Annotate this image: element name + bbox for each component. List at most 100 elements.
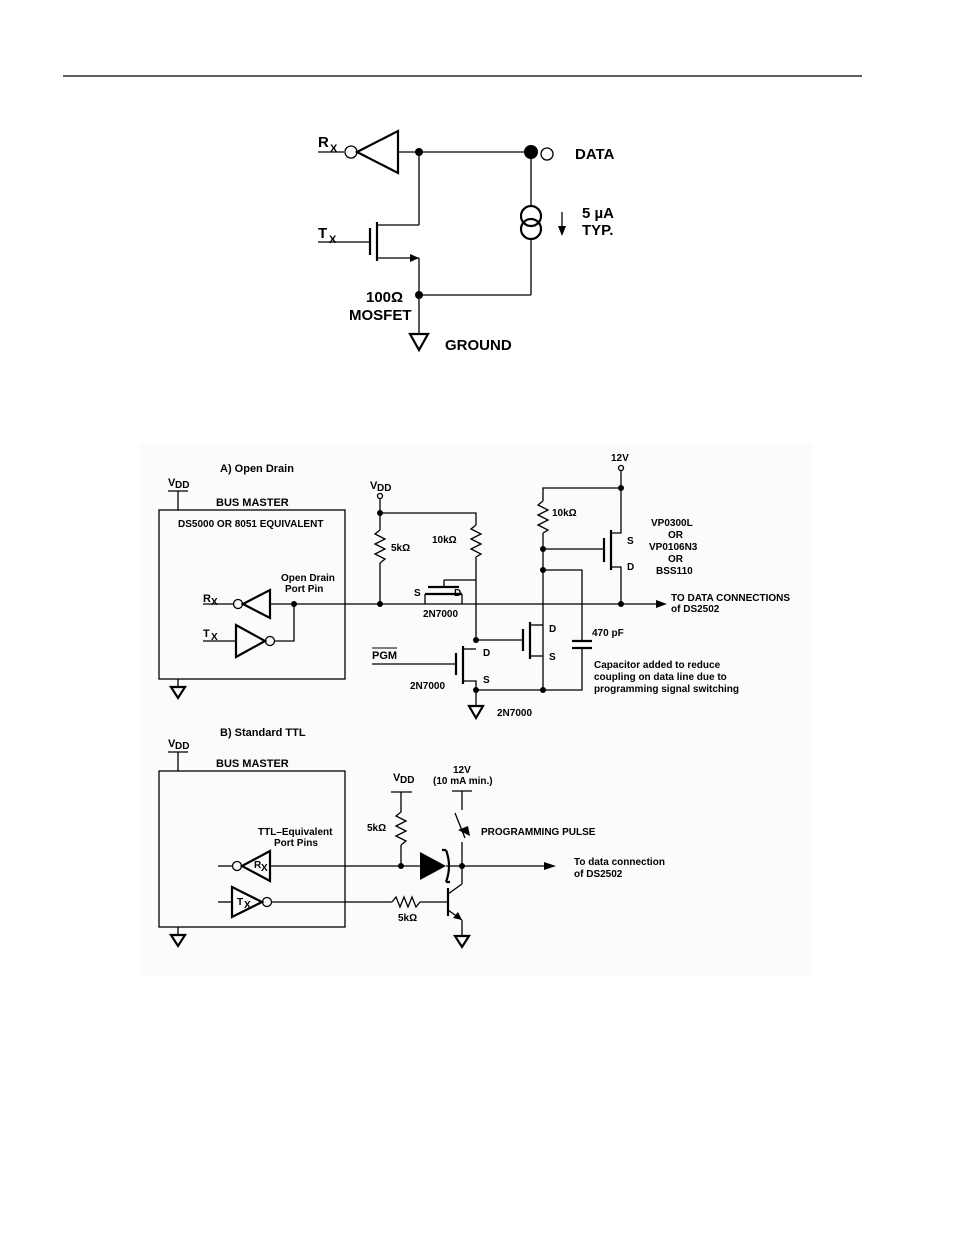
fig2b-pullup-resistor [394, 811, 408, 846]
fig2b-tx-bubble [261, 896, 273, 908]
fig2a-q-low-d: D [483, 648, 490, 659]
fig2a-pmos-d: D [627, 562, 634, 573]
fig2b-transistor-arrow [453, 912, 462, 920]
fig2b-data-arrow [544, 862, 556, 870]
fig2a-rx: R [203, 593, 211, 605]
fig1-data-pin [540, 147, 554, 161]
fig2b-vdd2: V [393, 772, 401, 784]
fig2a-vdd: V [168, 477, 176, 489]
fig1-ground-symbol [408, 332, 430, 353]
fig1-mosfet-label: MOSFET [349, 307, 412, 324]
fig2a-ds5000-label: DS5000 OR 8051 EQUIVALENT [178, 519, 323, 530]
fig1-mosfet-arrow [410, 254, 419, 262]
fig1-bus-interface: R X DATA T X 100Ω MOSFET GROUND 5 µA [318, 129, 615, 354]
fig2a-10k-label-right: 10kΩ [552, 508, 577, 519]
fig2a-to-data-2: of DS2502 [671, 604, 720, 615]
fig2b-rx-sub: X [261, 863, 268, 874]
fig1-current-source-bottom [519, 217, 543, 241]
fig2a-pmos-part2: VP0106N3 [649, 542, 698, 553]
fig2b-title: B) Standard TTL [220, 727, 306, 739]
fig2a-tx: T [203, 628, 210, 640]
fig1-current-arrow [558, 226, 566, 236]
fig2b-tx: T [237, 897, 243, 908]
fig2a-vdd2: V [370, 480, 378, 492]
fig2a-port-pin-label: Port Pin [285, 584, 323, 595]
fig1-tx-label: T [318, 225, 327, 242]
fig2a-pmos-part1: VP0300L [651, 518, 693, 529]
fig2a-q-mid-d: D [549, 624, 556, 635]
fig2a-tx-bubble [264, 635, 276, 647]
fig2a-q-top-s: S [414, 588, 421, 599]
fig2a-data-arrow [656, 600, 667, 608]
fig2a-pgm: PGM [372, 650, 397, 662]
fig2a-cap-label: 470 pF [592, 628, 624, 639]
fig2a-10k-label-left: 10kΩ [432, 535, 457, 546]
fig2a-q-top-d: D [454, 588, 461, 599]
fig2a-q-low-s: S [483, 675, 490, 686]
fig1-rx-label: R [318, 134, 329, 151]
fig2a-5k-label: 5kΩ [391, 543, 410, 554]
fig1-mosfet-resistance: 100Ω [366, 289, 403, 306]
fig2a-q-top-label: 2N7000 [423, 609, 458, 620]
fig2b-vdd2-sub: DD [400, 775, 414, 786]
fig2a-vdd2-sub: DD [377, 483, 391, 494]
fig2a-q-low-label: 2N7000 [410, 681, 445, 692]
fig2b-tx-sub: X [244, 900, 251, 911]
fig2a-pmos-s: S [627, 536, 634, 547]
fig2b-rx: R [254, 860, 262, 871]
fig2b-to-data-2: of DS2502 [574, 869, 623, 880]
fig2b-tx-triangle [230, 885, 265, 919]
fig2a-10k-resistor-right [536, 500, 550, 534]
fig1-ground-label: GROUND [445, 337, 512, 354]
fig1-current-label: 5 µA [582, 205, 614, 222]
fig2a-note-2: coupling on data line due to [594, 672, 727, 683]
fig1-data-label: DATA [575, 146, 615, 163]
fig2b-base-resistor-label: 5kΩ [398, 913, 417, 924]
fig2a-10k-resistor-left [469, 524, 483, 558]
fig2a-pmos-or2: OR [668, 554, 684, 565]
fig2b-switch-arrow [458, 826, 470, 836]
fig2b-ttl-label: TTL–Equivalent [258, 827, 333, 838]
fig2a-open-drain-label: Open Drain [281, 573, 335, 584]
fig2a-bus-master-box [158, 509, 346, 680]
fig2a-5k-resistor [373, 529, 387, 564]
fig2a-vdd-sub: DD [175, 480, 189, 491]
fig1-rx-sub: X [330, 143, 338, 155]
fig2b-to-data-1: To data connection [574, 857, 665, 868]
fig2b-standard-ttl: B) Standard TTL V DD BUS MASTER TTL–Equi… [158, 727, 665, 950]
fig2a-pmos-or1: OR [668, 530, 684, 541]
fig2a-note-1: Capacitor added to reduce [594, 660, 721, 671]
fig2a-q-mid-s: S [549, 652, 556, 663]
fig2a-tx-triangle [234, 623, 268, 659]
fig2a-open-drain: A) Open Drain V DD BUS MASTER DS5000 OR … [158, 453, 790, 721]
fig2b-vdd-sub: DD [175, 741, 189, 752]
fig2b-pullup-label: 5kΩ [367, 823, 386, 834]
fig2a-q-bot-label: 2N7000 [497, 708, 532, 719]
fig2b-port-pins-label: Port Pins [274, 838, 318, 849]
fig2b-10ma: (10 mA min.) [433, 776, 493, 787]
fig2b-zener-diode [420, 852, 446, 880]
fig2b-pulse-label: PROGRAMMING PULSE [481, 827, 596, 838]
fig2a-rx-sub: X [211, 597, 218, 608]
fig2a-to-data-1: TO DATA CONNECTIONS [671, 593, 790, 604]
fig1-typ-label: TYP. [582, 222, 613, 239]
fig2a-ground [467, 704, 485, 721]
fig2b-bus-master: BUS MASTER [216, 758, 289, 770]
fig1-tx-sub: X [329, 234, 337, 246]
fig2a-note-3: programming signal switching [594, 684, 739, 695]
fig2b-vdd: V [168, 738, 176, 750]
fig2b-switch-blade [454, 812, 466, 839]
fig2b-base-resistor [391, 895, 421, 909]
fig2a-pmos-part3: BSS110 [656, 566, 693, 577]
fig2a-tx-sub: X [211, 632, 218, 643]
fig1-current-source-top [519, 204, 543, 228]
fig2b-12v: 12V [453, 765, 471, 776]
fig2b-ground [452, 934, 472, 950]
fig1-rx-buffer-triangle [354, 129, 400, 175]
fig2a-12v: 12V [611, 453, 629, 464]
fig2b-bus-master-box [158, 770, 346, 928]
fig2a-bus-master: BUS MASTER [216, 497, 289, 509]
fig2a-title: A) Open Drain [220, 463, 294, 475]
